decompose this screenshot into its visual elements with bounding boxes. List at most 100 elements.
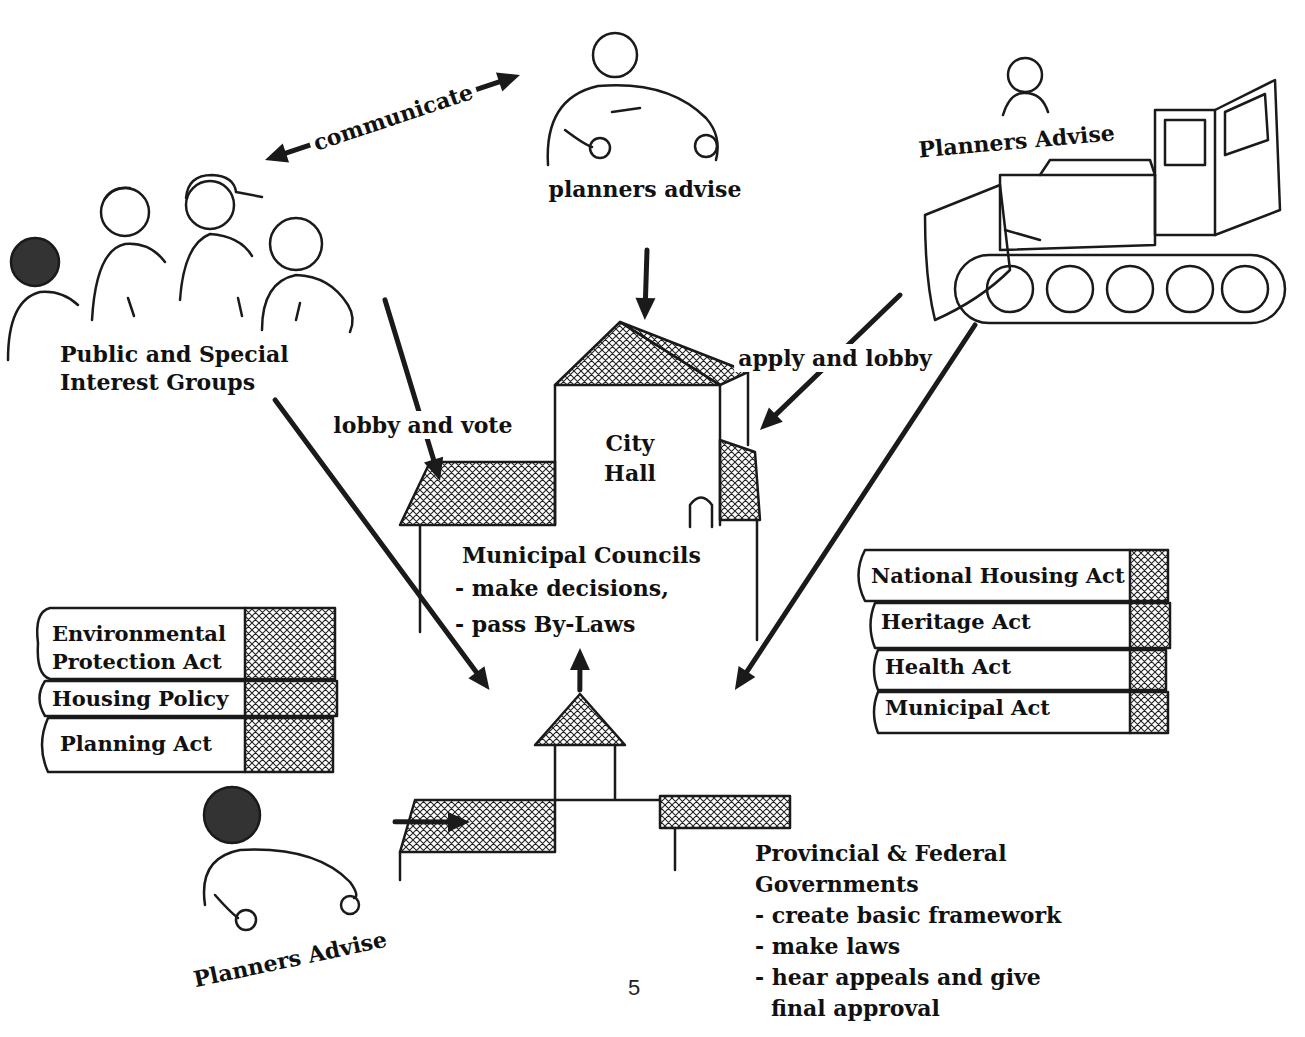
people-figures bbox=[128, 298, 134, 316]
planner-figure bbox=[590, 138, 610, 158]
city-hall-building bbox=[400, 322, 760, 640]
book-stack bbox=[871, 603, 1131, 648]
node-text: - hear appeals and give final approval bbox=[755, 962, 1085, 1024]
edge-label: lobby and vote bbox=[329, 411, 516, 439]
connector-line bbox=[395, 819, 452, 824]
bulldozer-figure bbox=[1040, 160, 1155, 175]
planner-figure bbox=[204, 787, 260, 843]
planner-figure bbox=[236, 910, 256, 930]
bulldozer-figure bbox=[1155, 80, 1280, 235]
arrow-head bbox=[448, 812, 470, 832]
arrow-head bbox=[424, 457, 443, 481]
government-building bbox=[674, 828, 677, 870]
connector bbox=[265, 72, 520, 162]
node-label: Environmental Protection Act bbox=[52, 620, 252, 676]
book-stack bbox=[859, 550, 1131, 601]
arrow-head bbox=[760, 407, 783, 429]
arrow-head bbox=[570, 648, 590, 670]
book-stack bbox=[874, 692, 1130, 733]
people-figures bbox=[296, 303, 300, 320]
planner-figure: planners advise bbox=[520, 25, 774, 250]
planner-figure bbox=[215, 895, 238, 918]
book-stack bbox=[1130, 650, 1166, 690]
people-figures bbox=[11, 238, 59, 286]
edge-label: communicate bbox=[305, 77, 480, 159]
node-text: Health Act bbox=[885, 653, 1125, 681]
connector-line bbox=[645, 250, 647, 302]
node-label: National Housing Act bbox=[871, 562, 1131, 590]
bulldozer-figure bbox=[1005, 230, 1040, 240]
connector bbox=[570, 648, 590, 690]
people-figures bbox=[262, 275, 353, 332]
bulldozer-figure bbox=[925, 58, 1285, 323]
node-text: - create basic framework bbox=[755, 900, 1085, 931]
connector bbox=[395, 812, 470, 832]
arrow-head bbox=[735, 666, 755, 690]
node-text: Heritage Act bbox=[881, 608, 1121, 636]
connector bbox=[635, 250, 655, 320]
node-text: - make laws bbox=[755, 931, 1085, 962]
node-text: Municipal Act bbox=[885, 694, 1125, 722]
book-stack bbox=[245, 681, 337, 716]
city-hall: City HallMunicipal Councils- make decisi… bbox=[440, 320, 760, 648]
planner-figure bbox=[548, 85, 718, 165]
planner-figure bbox=[612, 108, 640, 112]
people-figures bbox=[238, 298, 242, 316]
book-stack bbox=[874, 650, 1130, 690]
government-building: Provincial & Federal Governments- create… bbox=[470, 690, 795, 880]
node-label: City Hall bbox=[590, 428, 670, 488]
planner-figure bbox=[593, 33, 637, 77]
bulldozer-figure bbox=[1107, 266, 1153, 312]
planner-figure: Planners Advise bbox=[185, 785, 395, 1015]
node-text: - make decisions, bbox=[455, 570, 745, 606]
book-stack bbox=[1130, 692, 1168, 733]
people-figures bbox=[8, 175, 353, 360]
city-hall-building bbox=[400, 462, 555, 525]
connector bbox=[385, 300, 443, 481]
bulldozer-figure: Planners Advise bbox=[900, 45, 1300, 325]
book-stack bbox=[245, 608, 335, 679]
people-figures bbox=[92, 244, 165, 320]
government-building bbox=[535, 694, 625, 745]
node-label: planners advise bbox=[520, 175, 770, 203]
node-label: Planners Advise bbox=[917, 115, 1159, 164]
people-figures bbox=[101, 188, 149, 236]
bulldozer-figure bbox=[1003, 93, 1048, 115]
people-figures bbox=[186, 181, 234, 229]
arrow-head bbox=[265, 144, 289, 163]
planner-figure bbox=[548, 33, 718, 165]
connector-line bbox=[385, 300, 435, 464]
book-stack bbox=[1130, 603, 1170, 648]
bulldozer-figure bbox=[925, 185, 1010, 320]
connector bbox=[735, 325, 975, 690]
government-building bbox=[400, 694, 790, 880]
bulldozer-figure bbox=[1047, 266, 1093, 312]
bulldozer-figure bbox=[1225, 94, 1268, 155]
connector bbox=[275, 400, 489, 690]
bulldozer-figure bbox=[1165, 120, 1205, 165]
bulldozer-figure bbox=[1167, 266, 1213, 312]
node-text: - pass By-Laws bbox=[455, 606, 745, 642]
planner-figure bbox=[565, 130, 592, 147]
page-number: 5 bbox=[628, 975, 640, 1001]
book-stack bbox=[245, 718, 333, 772]
people-figures bbox=[270, 218, 322, 270]
illustration bbox=[8, 33, 1285, 930]
book-stack bbox=[1130, 550, 1168, 601]
planner-figure bbox=[341, 896, 359, 914]
government-building bbox=[555, 745, 660, 800]
bulldozer-figure bbox=[987, 266, 1033, 312]
government-building bbox=[400, 800, 555, 852]
city-hall-building bbox=[720, 440, 760, 520]
node-text: Planning Act bbox=[60, 730, 250, 758]
book-stack: Environmental Protection ActHousing Poli… bbox=[30, 590, 345, 780]
people-figures bbox=[186, 175, 262, 198]
node-label: Provincial & Federal Governments bbox=[755, 838, 1025, 900]
arrow-head bbox=[496, 72, 520, 91]
people-figures bbox=[180, 234, 252, 300]
planner-figure bbox=[204, 787, 359, 930]
city-hall-building bbox=[620, 322, 748, 385]
book-stack: National Housing ActHeritage ActHealth A… bbox=[845, 520, 1170, 735]
people-group: Public and Special Interest Groups bbox=[10, 160, 385, 400]
